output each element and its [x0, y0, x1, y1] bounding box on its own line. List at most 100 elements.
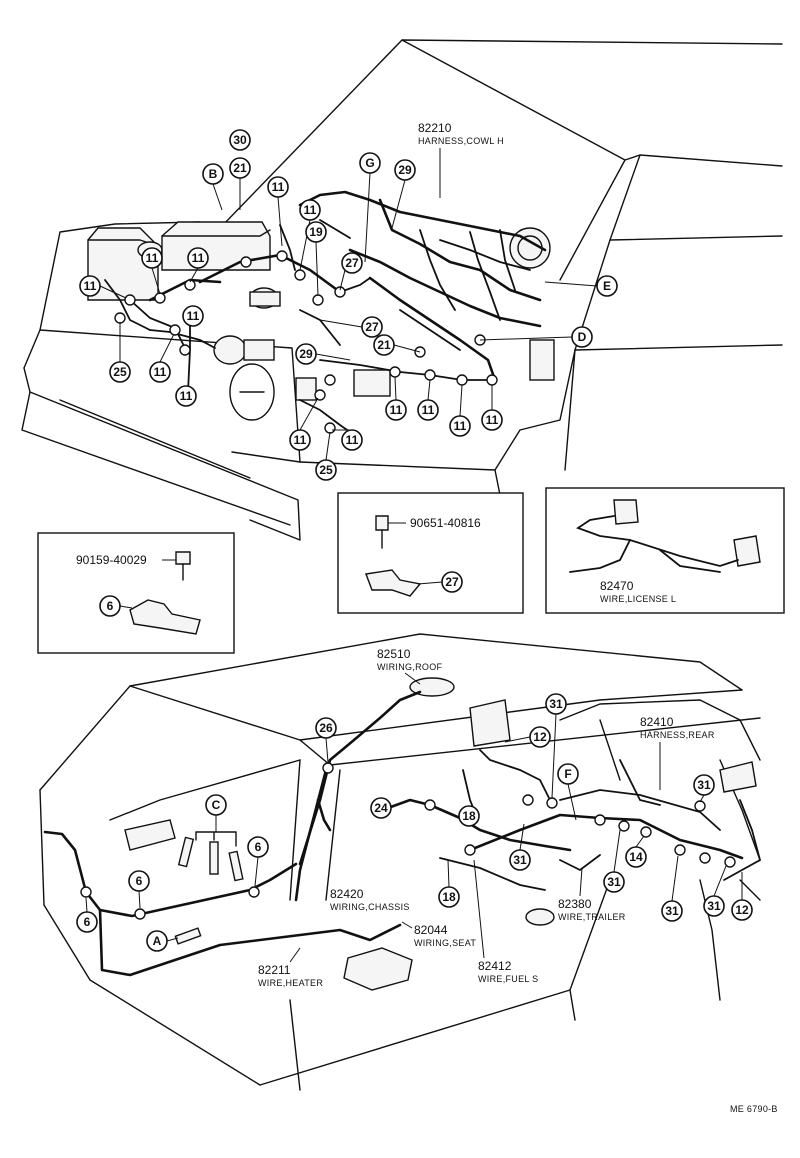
callout-11-b: 11 — [299, 199, 321, 221]
svg-text:6: 6 — [107, 599, 114, 613]
svg-text:11: 11 — [180, 389, 193, 403]
callout-11-g: 11 — [149, 361, 171, 383]
callout-12-b: 12 — [731, 899, 753, 921]
callout-19: 19 — [305, 221, 327, 243]
svg-text:11: 11 — [154, 365, 167, 379]
callout-14: 14 — [625, 846, 647, 868]
part-number-82380: 82380 — [558, 897, 592, 911]
svg-text:29: 29 — [299, 347, 313, 361]
callout-27-a: 27 — [341, 252, 363, 274]
svg-text:18: 18 — [462, 809, 476, 823]
svg-text:D: D — [578, 330, 587, 344]
callout-E: E — [596, 275, 618, 297]
svg-text:25: 25 — [113, 365, 127, 379]
svg-text:27: 27 — [365, 320, 379, 334]
svg-text:31: 31 — [607, 875, 621, 889]
svg-text:29: 29 — [398, 163, 412, 177]
callout-11-a: 11 — [267, 176, 289, 198]
callout-18-c: 18 — [438, 886, 460, 908]
svg-text:24: 24 — [374, 801, 388, 815]
callout-6-inset: 6 — [99, 595, 121, 617]
callout-G: G — [359, 152, 381, 174]
callout-A: A — [146, 930, 168, 952]
drawing-code: ME 6790-B — [730, 1104, 778, 1114]
part-number-82410: 82410 — [640, 715, 674, 729]
part-number-82210: 82210 — [418, 121, 452, 135]
callout-D: D — [571, 326, 593, 348]
callout-11-k: 11 — [385, 399, 407, 421]
svg-text:11: 11 — [346, 433, 359, 447]
svg-text:31: 31 — [707, 899, 721, 913]
inset-screw-clamp: 90159-40029 6 — [37, 532, 235, 654]
svg-text:12: 12 — [533, 730, 547, 744]
callout-11-f: 11 — [182, 305, 204, 327]
callout-31-a: 31 — [545, 693, 567, 715]
harness-cowl-label: 82210 HARNESS,COWL H — [418, 121, 504, 198]
svg-text:18: 18 — [442, 890, 456, 904]
callout-11-n: 11 — [481, 409, 503, 431]
harness-connection-points — [114, 250, 498, 434]
callout-27-b: 27 — [361, 316, 383, 338]
part-number-82044: 82044 — [414, 923, 448, 937]
callout-18-b: 18 — [458, 805, 480, 827]
callout-24: 24 — [370, 797, 392, 819]
svg-text:11: 11 — [486, 413, 499, 427]
callout-6-c: 6 — [76, 911, 98, 933]
svg-text:E: E — [603, 279, 611, 293]
svg-text:12: 12 — [735, 903, 749, 917]
callout-6-a: 6 — [247, 836, 269, 858]
callout-11-c: 11 — [141, 247, 163, 269]
part-number-82470: 82470 — [600, 579, 634, 593]
svg-text:31: 31 — [665, 904, 679, 918]
part-number-90159-40029: 90159-40029 — [76, 553, 147, 567]
svg-text:11: 11 — [272, 180, 285, 194]
part-name-wiring-seat: WIRING,SEAT — [414, 938, 476, 948]
callout-31-d: 31 — [661, 900, 683, 922]
svg-text:25: 25 — [319, 463, 333, 477]
svg-text:6: 6 — [255, 840, 262, 854]
callout-21: 21 — [229, 157, 251, 179]
engine-compartment-illustration — [21, 39, 783, 541]
svg-text:11: 11 — [187, 309, 200, 323]
callout-31-b: 31 — [509, 849, 531, 871]
callout-11-i: 11 — [289, 429, 311, 451]
interior-callouts: 26 12 31 24 18 18 31 F 31 14 31 31 31 12… — [76, 693, 753, 952]
callout-31-f: 31 — [703, 895, 725, 917]
svg-text:26: 26 — [319, 721, 333, 735]
svg-text:31: 31 — [697, 778, 711, 792]
part-name-wire-heater: WIRE,HEATER — [258, 978, 323, 988]
svg-text:14: 14 — [629, 850, 643, 864]
svg-text:11: 11 — [146, 251, 159, 265]
callout-30: 30 — [229, 129, 251, 151]
svg-text:A: A — [153, 934, 162, 948]
callout-C: C — [205, 794, 227, 816]
callout-12-a: 12 — [529, 726, 551, 748]
part-name-harness-rear: HARNESS,REAR — [640, 730, 715, 740]
svg-text:11: 11 — [192, 251, 205, 265]
svg-text:19: 19 — [309, 225, 323, 239]
interior-illustration — [39, 633, 762, 1091]
inset-clip-screw: 90651-40816 27 — [337, 492, 524, 614]
part-name-wiring-chassis: WIRING,CHASSIS — [330, 902, 410, 912]
svg-text:21: 21 — [377, 338, 391, 352]
svg-text:11: 11 — [84, 279, 97, 293]
callout-B: B — [202, 163, 224, 185]
part-number-82420: 82420 — [330, 887, 364, 901]
svg-text:27: 27 — [445, 575, 459, 589]
engine-callouts: 30 21 B G 29 11 11 19 27 27 29 21 11 11 … — [79, 129, 618, 481]
svg-text:31: 31 — [549, 697, 563, 711]
svg-text:31: 31 — [513, 853, 527, 867]
callout-11-h: 11 — [175, 385, 197, 407]
svg-text:21: 21 — [233, 161, 247, 175]
svg-text:11: 11 — [454, 419, 467, 433]
part-number-82412: 82412 — [478, 959, 512, 973]
interior-connection-points — [80, 762, 736, 920]
svg-text:6: 6 — [136, 874, 143, 888]
callout-11-e: 11 — [79, 275, 101, 297]
callout-31-c: 31 — [603, 871, 625, 893]
part-name-harness-cowl: HARNESS,COWL H — [418, 136, 504, 146]
svg-text:11: 11 — [390, 403, 403, 417]
callout-29-top: 29 — [394, 159, 416, 181]
svg-text:C: C — [212, 798, 221, 812]
svg-text:11: 11 — [294, 433, 307, 447]
